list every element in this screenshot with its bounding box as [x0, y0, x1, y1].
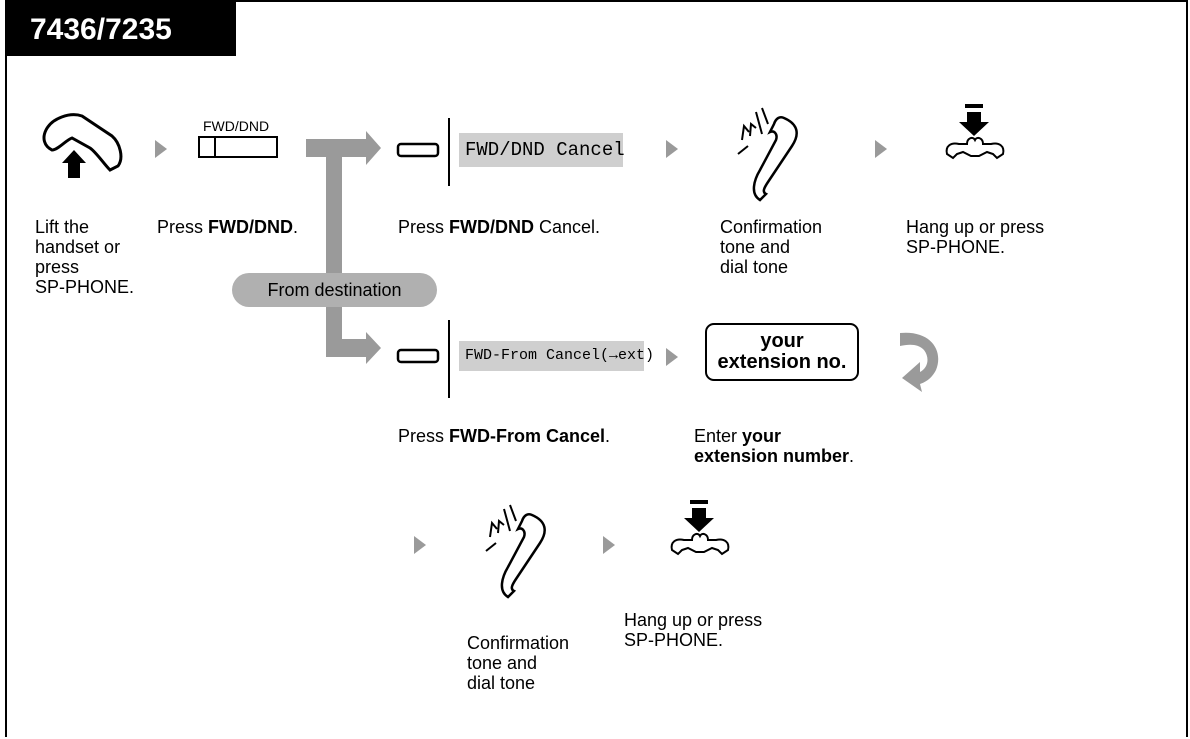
button-icon — [396, 118, 450, 186]
step-arrow-icon — [414, 536, 426, 554]
extension-box-line1: your — [760, 330, 804, 352]
hang-up-icon — [670, 500, 730, 556]
step-arrow-icon — [875, 140, 887, 158]
step4-caption: Confirmation tone and dial tone — [720, 217, 823, 277]
step5-caption: Hang up or press SP-PHONE. — [906, 217, 1045, 257]
extension-box-line2: extension no. — [717, 351, 847, 373]
step-arrow-icon — [666, 348, 678, 366]
confirmation-tone-icon — [485, 504, 546, 599]
branch-connector — [306, 131, 381, 364]
step1-caption: Lift the handset or press SP-PHONE. — [35, 217, 135, 297]
final-hangup-caption: Hang up or press SP-PHONE. — [624, 610, 763, 650]
step3-caption: Press FWD/DND Cancel. — [398, 217, 601, 237]
fwd-dnd-key-label: FWD/DND — [203, 118, 270, 134]
hang-up-icon — [945, 104, 1005, 160]
step-arrow-icon — [155, 140, 167, 158]
display-fwd-dnd-cancel: FWD/DND Cancel — [459, 133, 625, 167]
from-destination-label: From destination — [232, 273, 437, 307]
continue-arrow-icon — [900, 332, 939, 392]
display-fwd-from-cancel: FWD-From Cancel(→ext) — [459, 341, 654, 371]
fwd-from-cancel-caption: Press FWD-From Cancel. — [398, 426, 611, 446]
diagram-frame — [5, 0, 1188, 737]
step-arrow-icon — [666, 140, 678, 158]
model-label: 7436/7235 — [30, 13, 172, 46]
fwd-dnd-key-icon — [198, 136, 278, 158]
step2-caption: Press FWD/DND. — [157, 217, 299, 237]
enter-extension-caption: Enter your extension number. — [694, 426, 855, 466]
step-arrow-icon — [603, 536, 615, 554]
handset-lift-icon — [42, 113, 123, 178]
final-confirm-caption: Confirmation tone and dial tone — [467, 633, 570, 693]
button-icon — [396, 320, 450, 398]
extension-number-box: your extension no. — [705, 323, 859, 381]
confirmation-tone-icon — [737, 107, 798, 202]
model-tab: 7436/7235 — [7, 2, 236, 56]
